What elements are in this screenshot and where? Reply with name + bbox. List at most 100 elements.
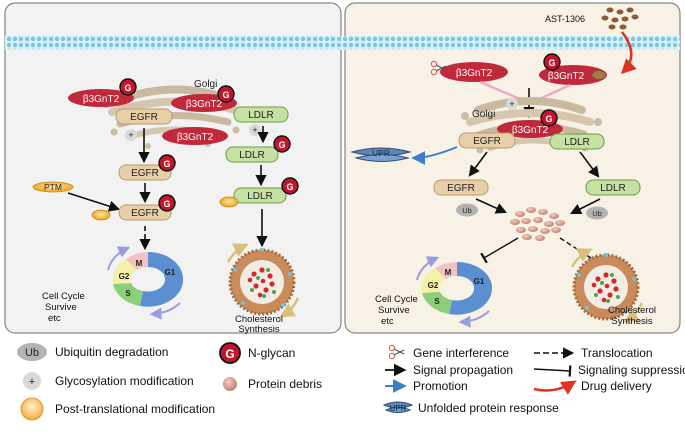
legend-glycan-label: N-glycan [248, 346, 296, 360]
right-glyco-label: + [509, 99, 514, 109]
left-ldlr-2-label: LDLR [239, 150, 265, 161]
left-cholesterol-cell [226, 243, 300, 318]
left-glycan-6 [281, 177, 299, 195]
right-cell-cycle [416, 256, 493, 328]
legend-suppression-line [533, 365, 572, 377]
left-glyco-1 [125, 129, 137, 141]
right-ub-1 [456, 203, 478, 217]
cell-membrane [5, 36, 680, 50]
right-glyco [506, 98, 518, 110]
legend-upr-icon [382, 401, 414, 413]
left-egfr-1-label: EGFR [130, 112, 158, 123]
right-b3gnt2-2-label: β3GnT2 [548, 71, 585, 82]
left-ptm [32, 181, 74, 193]
right-glycan-2-label: G [545, 114, 552, 124]
right-cell-cycle-caption-1: Cell Cycle [375, 294, 418, 305]
right-cell-cycle-caption-2: Survive [378, 305, 410, 316]
left-b3gnt2-1-label: β3GnT2 [83, 94, 120, 105]
legend-drug-label: Drug delivery [581, 379, 652, 393]
left-cholesterol-caption-1: Cholesterol [235, 314, 283, 325]
left-b3gnt2-1 [68, 89, 134, 107]
left-phase-g2: G2 [119, 272, 130, 281]
right-suppress-1 [480, 237, 519, 264]
right-b3gnt2-1 [440, 62, 508, 82]
right-ldlr-2 [585, 179, 641, 196]
left-glyco-2-label: + [252, 125, 257, 135]
right-glycan-1-label: G [548, 58, 555, 68]
left-arrow-ptm [67, 192, 121, 212]
right-promotion-arrow [411, 146, 458, 165]
legend-debris-label: Protein debris [248, 377, 323, 391]
left-glycan-4 [273, 135, 291, 153]
left-ldlr-1-label: LDLR [248, 110, 274, 121]
right-ub-2 [586, 206, 608, 220]
left-phase-s: S [125, 289, 131, 298]
right-panel [344, 2, 681, 334]
legend-upr-label: Unfolded protein response [418, 401, 559, 415]
right-egfr-2 [433, 179, 489, 196]
right-bound-drug [591, 70, 607, 80]
right-phase-g1: G1 [474, 277, 485, 286]
right-glycan-2 [540, 109, 558, 127]
right-egfr-1 [458, 132, 516, 149]
legend-glyco-symbol: + [29, 376, 35, 388]
right-drug-particles [601, 7, 639, 30]
right-cholesterol-cell [570, 248, 644, 323]
left-cell-cycle-caption-3: etc [48, 313, 61, 324]
right-arrow-egfr [468, 151, 488, 177]
right-cholesterol-caption-1: Cholesterol [608, 305, 656, 316]
legend-translocation-label: Translocation [581, 346, 653, 360]
left-ptm-attached-1 [91, 209, 111, 221]
left-egfr-3-label: EGFR [131, 208, 159, 219]
right-drug-arrow [620, 31, 637, 75]
right-egfr-1-label: EGFR [473, 136, 501, 147]
left-glycan-3 [158, 154, 176, 172]
left-ldlr-3 [233, 187, 287, 204]
right-upr-icon [350, 147, 412, 162]
right-glycan-1 [543, 53, 561, 71]
right-phase-g2: G2 [428, 281, 439, 290]
right-ldlr-1-label: LDLR [564, 137, 590, 148]
legend-promotion-label: Promotion [413, 379, 468, 393]
left-cell-cycle [107, 246, 184, 320]
left-ldlr-3-label: LDLR [247, 191, 273, 202]
left-glycan-1-label: G [124, 83, 131, 93]
left-golgi-label: Golgi [194, 79, 217, 90]
left-cholesterol-caption-2: Synthesis [238, 324, 279, 335]
legend-glycan-icon [219, 342, 241, 364]
right-ldlr-2-label: LDLR [600, 183, 626, 194]
right-phase-m: M [445, 268, 452, 277]
left-b3gnt2-2-label: β3GnT2 [186, 99, 223, 110]
left-glycan-6-label: G [286, 182, 293, 192]
left-ptm-label: PTM [44, 182, 62, 192]
left-b3gnt2-3-label: β3GnT2 [177, 132, 214, 143]
right-arrow-to-debris-2 [569, 198, 601, 215]
left-phase-m: M [136, 259, 143, 268]
right-protein-debris [510, 207, 565, 241]
legend-glycan-symbol: G [225, 347, 234, 361]
right-golgi-label: Golgi [472, 109, 495, 120]
left-glycan-5-label: G [163, 199, 170, 209]
left-egfr-1 [115, 108, 173, 125]
right-phase-s: S [434, 297, 440, 306]
right-cholesterol-caption-2: Synthesis [611, 316, 652, 327]
right-cell-cycle-caption-3: etc [381, 316, 394, 327]
right-ub-2-label: Ub [592, 209, 602, 218]
right-b3gnt2-3-label: β3GnT2 [512, 125, 549, 136]
legend-ub-icon [17, 343, 47, 361]
left-glycan-2 [217, 85, 235, 103]
left-glyco-1-label: + [128, 130, 133, 140]
legend-scissors-icon [388, 344, 405, 360]
right-arrow-ldlr [579, 151, 600, 178]
legend-ptm-label: Post-translational modification [55, 402, 216, 416]
legend-signal-label: Signal propagation [413, 363, 514, 377]
left-cell-cycle-caption-2: Survive [45, 302, 77, 313]
left-egfr-2 [118, 164, 172, 181]
right-ldlr-1 [549, 133, 605, 150]
legend-ub-symbol: Ub [25, 347, 39, 359]
left-ldlr-2 [225, 146, 279, 163]
left-glycan-1 [119, 78, 137, 96]
right-egfr-2-label: EGFR [447, 183, 475, 194]
